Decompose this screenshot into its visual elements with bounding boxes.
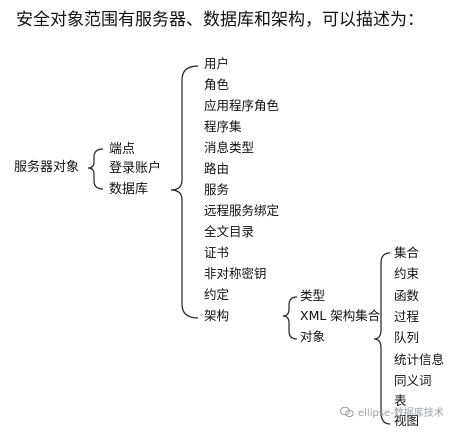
level1-endpoint: 端点 bbox=[109, 142, 136, 157]
brace-database bbox=[170, 65, 199, 319]
obj-child-queue: 队列 bbox=[394, 330, 420, 345]
level1-login: 登录账户 bbox=[109, 161, 162, 176]
schema-child-type: 类型 bbox=[300, 288, 326, 303]
brace-object bbox=[373, 252, 391, 425]
heading: 安全对象范围有服务器、数据库和架构，可以描述为： bbox=[16, 10, 424, 30]
obj-child-collection: 集合 bbox=[394, 245, 420, 260]
db-child-app-role: 应用程序角色 bbox=[204, 98, 280, 113]
obj-child-procedure: 过程 bbox=[394, 309, 420, 324]
db-child-contract: 约定 bbox=[204, 287, 230, 302]
watermark: ellipse-数据库技术 bbox=[340, 404, 444, 419]
obj-child-table: 表 bbox=[394, 393, 407, 408]
db-child-assembly: 程序集 bbox=[204, 119, 242, 134]
db-child-message-type: 消息类型 bbox=[204, 140, 255, 155]
db-child-schema: 架构 bbox=[204, 308, 230, 323]
level1-database: 数据库 bbox=[109, 182, 149, 197]
db-child-fulltext: 全文目录 bbox=[204, 224, 255, 239]
db-child-user: 用户 bbox=[204, 56, 230, 71]
db-child-certificate: 证书 bbox=[204, 245, 230, 260]
root-node: 服务器对象 bbox=[14, 160, 80, 175]
db-child-remote-binding: 远程服务绑定 bbox=[204, 203, 280, 218]
brace-root bbox=[87, 148, 104, 190]
obj-child-constraint: 约束 bbox=[394, 266, 420, 281]
obj-child-statistics: 统计信息 bbox=[394, 352, 445, 367]
schema-child-xml: XML 架构集合 bbox=[300, 308, 381, 323]
watermark-text: ellipse-数据库技术 bbox=[358, 408, 444, 419]
obj-child-synonym: 同义词 bbox=[394, 373, 432, 388]
db-child-asym-key: 非对称密钥 bbox=[204, 266, 267, 281]
obj-child-view: 视图 bbox=[394, 413, 420, 428]
obj-child-function: 函数 bbox=[394, 288, 420, 303]
schema-child-object: 对象 bbox=[300, 329, 326, 344]
db-child-service: 服务 bbox=[204, 182, 230, 197]
db-child-route: 路由 bbox=[204, 161, 230, 176]
wechat-icon bbox=[340, 406, 354, 417]
db-child-role: 角色 bbox=[204, 77, 230, 92]
brace-schema bbox=[282, 296, 298, 340]
